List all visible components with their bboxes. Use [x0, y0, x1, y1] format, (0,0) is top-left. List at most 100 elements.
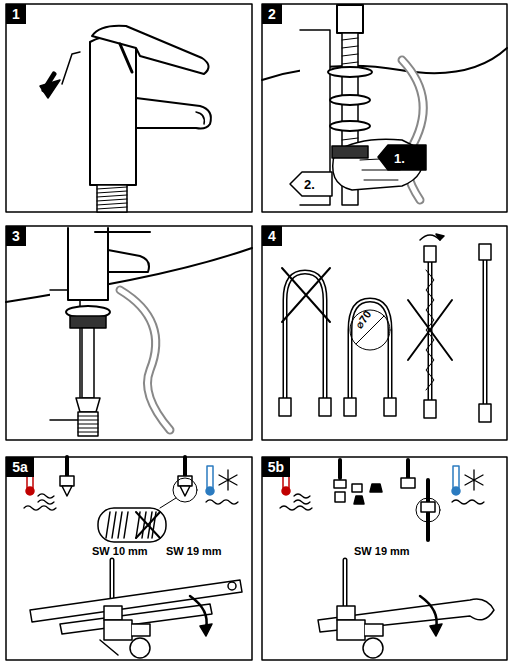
connection-panel-5a-part	[100, 640, 118, 655]
panel-frames-part	[6, 4, 252, 212]
dimension-label: SW 19 mm	[354, 546, 410, 557]
callout-number: 2.	[304, 178, 315, 191]
connection-panel-5b-part	[343, 560, 348, 606]
connection-panel-5b	[280, 460, 494, 658]
panel-frames-part	[262, 4, 507, 212]
connection-panel-5b-part	[363, 638, 383, 658]
panel-number: 5b	[262, 457, 290, 477]
mounting-panel-3-part	[68, 228, 108, 300]
connection-panel-5a-part	[62, 486, 72, 496]
panel-number: 2	[262, 4, 282, 24]
mounting-panel-2	[262, 5, 507, 205]
connection-panel-5a-part	[206, 500, 238, 504]
panel-number-text: 5a	[12, 459, 28, 475]
connection-panel-5a-part	[200, 624, 212, 636]
connection-panel-5a-part	[160, 498, 176, 508]
hose-panel-4-part	[436, 234, 444, 240]
mounting-panel-2-part	[328, 67, 372, 77]
mounting-panel-3-part	[78, 412, 98, 436]
hose-panel-4-part	[319, 398, 331, 416]
mounting-panel-2-part	[332, 146, 368, 158]
faucet-panel-1-part	[90, 36, 136, 185]
connection-panel-5b-part	[282, 487, 290, 495]
connection-panel-5a-part	[104, 620, 132, 640]
panel-number: 5a	[6, 457, 34, 477]
connection-panel-5b-part	[280, 494, 312, 510]
faucet-panel-1-part	[136, 98, 211, 129]
connection-panel-5a-part	[67, 457, 185, 476]
panel-number-text: 1	[12, 6, 20, 22]
connection-panel-5a-part	[173, 478, 197, 502]
connection-panel-5a-part	[180, 486, 190, 496]
panel-frames-part	[262, 226, 507, 440]
hose-panel-4-part	[408, 300, 452, 360]
panel-frames-part	[6, 457, 252, 660]
panel-number-text: 3	[12, 228, 20, 244]
faucet-panel-1	[40, 26, 211, 212]
connection-panel-5a-part	[24, 494, 56, 510]
panel-frames-part	[6, 226, 252, 440]
faucet-panel-1-part	[92, 26, 209, 74]
panel-number-text: 5b	[268, 459, 284, 475]
connection-panel-5a-part	[228, 582, 236, 590]
mounting-panel-3-part	[70, 316, 106, 328]
panel-frames-part	[262, 457, 507, 660]
mounting-panel-2-part	[290, 172, 332, 196]
faucet-panel-1-part	[196, 112, 204, 124]
connection-panel-5b-part	[365, 624, 383, 636]
panel-number-text: 2	[268, 6, 276, 22]
connection-panel-5a-part	[26, 487, 34, 495]
faucet-panel-1-part	[44, 74, 54, 90]
dimension-label: SW 10 mm	[92, 546, 148, 557]
connection-panel-5b-part	[421, 502, 435, 512]
connection-panel-5b-part	[338, 460, 342, 478]
hose-panel-4-part	[424, 246, 436, 262]
faucet-panel-1-part	[120, 44, 132, 72]
connection-panel-5b-part	[344, 560, 346, 606]
connection-panel-5a-part	[106, 512, 128, 538]
mounting-panel-2-part	[262, 48, 507, 80]
connection-panel-5a	[24, 457, 242, 658]
mounting-panel-3-part	[108, 250, 149, 272]
connection-panel-5a-part	[104, 606, 122, 620]
connection-panel-5a-part	[207, 466, 213, 488]
connection-panel-5a-part	[130, 638, 150, 658]
dimension-label: ⌀70	[353, 309, 373, 331]
connection-panel-5a-part	[60, 476, 74, 486]
panel-frames	[6, 4, 507, 660]
mounting-panel-3	[6, 228, 252, 436]
connection-panel-5b-part	[334, 480, 346, 488]
connection-panel-5b-part	[337, 620, 365, 640]
connection-panel-5b-part	[420, 596, 437, 628]
panel-number: 4	[262, 226, 282, 246]
connection-panel-5b-part	[406, 460, 410, 478]
faucet-panel-1-part	[97, 187, 127, 209]
hose-panel-4-part	[350, 300, 390, 398]
faucet-panel-1-part	[62, 52, 80, 84]
connection-panel-5b-part	[465, 470, 483, 490]
hose-panel-4-part	[479, 244, 491, 260]
connection-panel-5a-part	[136, 512, 160, 538]
panel-number: 1	[6, 4, 26, 24]
mounting-panel-2-part	[330, 121, 370, 131]
connection-panel-5b-part	[453, 466, 459, 488]
hose-panel-4-part	[483, 260, 488, 404]
connection-panel-5a-part	[98, 508, 166, 542]
hose-panel-4-part	[384, 398, 396, 416]
mounting-panel-3-part	[76, 398, 100, 412]
hose-panel-4-part	[279, 398, 291, 416]
hose-panel-4-part	[424, 400, 436, 418]
connection-panel-5b-part	[430, 624, 442, 636]
mounting-panel-3-part	[120, 290, 170, 430]
connection-panel-5b-part	[452, 487, 460, 495]
connection-panel-5b-part	[335, 492, 345, 502]
connection-panel-5a-part	[190, 596, 207, 628]
hose-panel-4-part	[344, 398, 356, 416]
mounting-panel-3-part	[95, 231, 150, 233]
mounting-panel-3-part	[120, 290, 170, 430]
mounting-panel-2-part	[330, 95, 370, 105]
connection-panel-5b-part	[354, 496, 364, 504]
connection-panel-5b-part	[352, 484, 362, 492]
